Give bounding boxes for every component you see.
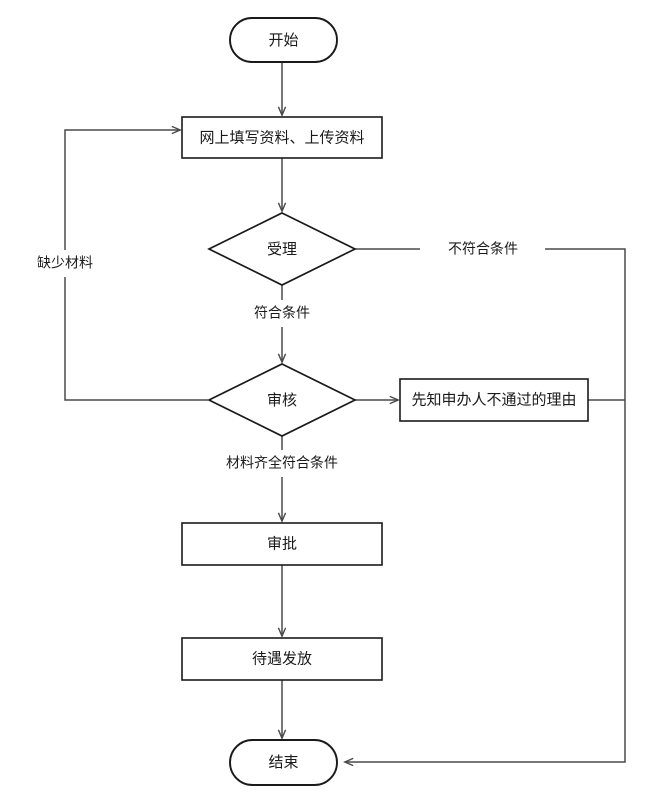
node-review-shape: [207, 363, 357, 437]
node-notify-reason-label: 先知申办人不通过的理由: [411, 391, 576, 408]
node-start-shape: [229, 17, 338, 63]
edge-label-not-qualified: 不符合条件: [448, 241, 518, 257]
node-accept[interactable]: 受理: [207, 212, 357, 286]
node-approve[interactable]: 审批: [181, 522, 383, 566]
edge-label-missing-materials: 缺少材料: [37, 255, 93, 271]
node-review[interactable]: 审核: [207, 363, 357, 437]
node-approve-shape: [181, 522, 383, 566]
node-end[interactable]: 结束: [229, 739, 338, 786]
edge-label-qualified: 符合条件: [254, 305, 310, 321]
node-accept-shape: [207, 212, 357, 286]
node-notify-reason-shape: [399, 378, 589, 422]
edge-label-materials-complete: 材料齐全符合条件: [226, 455, 338, 471]
node-approve-label: 审批: [267, 535, 297, 552]
node-start-label: 开始: [268, 32, 298, 49]
node-accept-label: 受理: [267, 241, 297, 258]
node-end-label: 结束: [268, 754, 298, 771]
node-review-label: 审核: [267, 392, 297, 409]
node-fill-online-shape: [181, 116, 383, 159]
node-fill-online[interactable]: 网上填写资料、上传资料: [181, 116, 383, 159]
node-payout[interactable]: 待遇发放: [181, 637, 383, 681]
node-notify-reason[interactable]: 先知申办人不通过的理由: [399, 378, 589, 422]
node-payout-shape: [181, 637, 383, 681]
node-end-shape: [229, 739, 338, 786]
connector-missing-label-to-fill-online: [64, 130, 180, 250]
node-fill-online-label: 网上填写资料、上传资料: [199, 129, 364, 146]
node-start[interactable]: 开始: [229, 17, 338, 63]
connector-review-to-missing-label: [64, 277, 208, 401]
node-payout-label: 待遇发放: [252, 650, 312, 667]
connector-not-qualified-to-end: [345, 248, 626, 762]
